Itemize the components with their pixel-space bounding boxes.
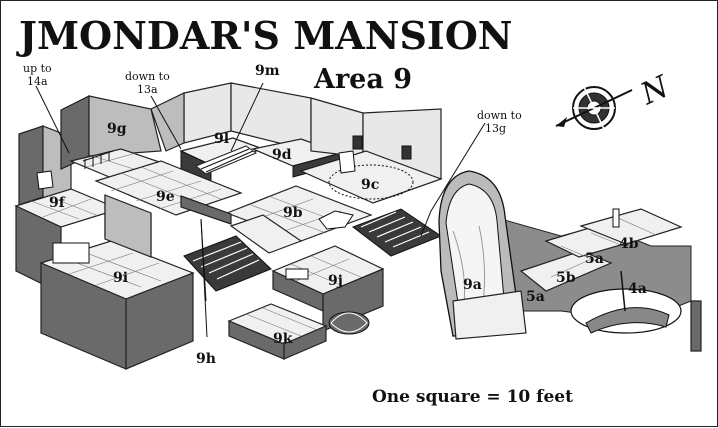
note-down-to-13g-line1: down to xyxy=(477,109,522,122)
room-label-9l: 9l xyxy=(214,131,229,147)
room-label-9b: 9b xyxy=(283,205,303,221)
room-label-5b: 5b xyxy=(556,270,576,286)
south-rooms xyxy=(183,214,385,360)
compass-rose-icon xyxy=(555,86,633,130)
room-label-9f: 9f xyxy=(49,195,66,211)
note-up-to-14a-line2: 14a xyxy=(27,75,48,88)
room-label-5a-bottom: 5a xyxy=(526,289,545,305)
room-label-9j: 9j xyxy=(328,273,343,289)
room-label-9i: 9i xyxy=(113,270,128,286)
bed-icon xyxy=(52,242,90,264)
room-label-9k: 9k xyxy=(273,331,293,347)
note-down-to-13a-line2: 13a xyxy=(137,83,158,96)
compass-north-label: N xyxy=(635,69,676,113)
room-label-9c: 9c xyxy=(361,177,379,193)
room-label-9m: 9m xyxy=(255,63,280,79)
east-caves xyxy=(438,170,702,352)
map-title: JMONDAR'S MANSION xyxy=(16,13,513,58)
grand-hall xyxy=(180,97,443,257)
note-down-to-13a-line1: down to xyxy=(125,70,170,83)
room-label-9e: 9e xyxy=(156,189,175,205)
area-label: Area 9 xyxy=(313,64,412,95)
room-label-9a: 9a xyxy=(463,277,482,293)
scale-note: One square = 10 feet xyxy=(372,387,573,407)
note-up-to-14a-line1: up to xyxy=(23,62,52,75)
room-label-9g: 9g xyxy=(107,121,127,137)
room-label-5a-top: 5a xyxy=(585,251,604,267)
room-label-4b: 4b xyxy=(619,236,639,252)
chair-icon xyxy=(338,150,356,174)
room-label-4a: 4a xyxy=(628,281,647,297)
note-down-to-13g-line2: 13g xyxy=(485,122,506,135)
room-label-9d: 9d xyxy=(272,147,292,163)
room-label-9h: 9h xyxy=(196,351,216,367)
